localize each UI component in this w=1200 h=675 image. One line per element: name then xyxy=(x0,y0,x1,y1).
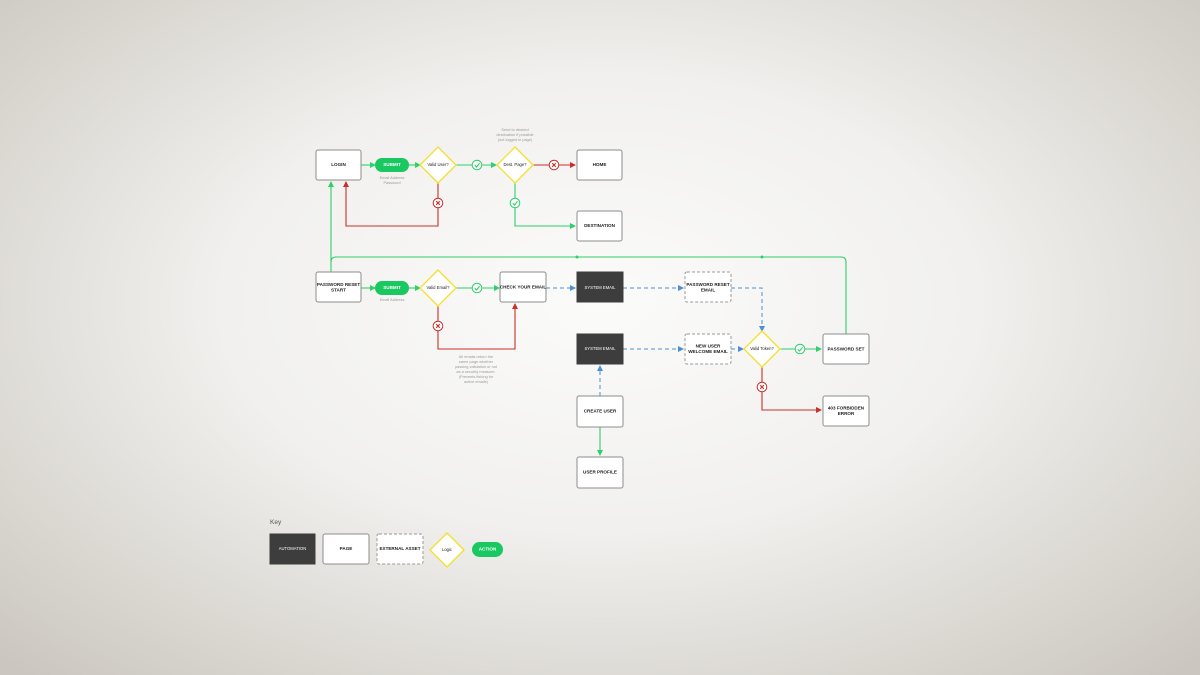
decision-dest-page: Dest. Page? xyxy=(496,146,534,184)
check-icon xyxy=(471,159,483,171)
node-password-reset-email[interactable]: PASSWORD RESET EMAIL xyxy=(684,271,732,303)
dest-note-1: Send to desired xyxy=(501,127,528,132)
cross-icon xyxy=(756,381,768,393)
check-icon xyxy=(509,197,521,209)
security-note-1: All emails return the xyxy=(459,354,493,359)
security-note-2: same page whether xyxy=(459,359,494,364)
legend-logic: Logic xyxy=(429,532,465,568)
node-new-user-welcome-email-label-1: NEW USER xyxy=(696,344,721,349)
node-destination-label: DESTINATION xyxy=(584,223,615,228)
legend-automation-label: AUTOMATION xyxy=(279,546,307,551)
legend-action: ACTION xyxy=(472,542,503,557)
legend-external-asset: EXTERNAL ASSET xyxy=(376,533,424,565)
legend-automation: AUTOMATION xyxy=(269,533,316,565)
node-forbidden-error-label-1: 403 FORBIDDEN xyxy=(828,406,865,411)
decision-valid-token: Valid Token? xyxy=(743,330,781,368)
decision-valid-email: Valid Email? xyxy=(419,269,457,307)
legend-page-label: PAGE xyxy=(340,546,353,551)
status-markers xyxy=(432,159,806,393)
dest-note-3: (not logged in page) xyxy=(498,137,533,142)
submit-reset-button[interactable]: SUBMIT xyxy=(375,281,409,295)
node-system-email-2-label: SYSTEM EMAIL xyxy=(585,346,617,351)
legend-action-label: ACTION xyxy=(479,547,497,552)
node-home[interactable]: HOME xyxy=(576,149,623,181)
security-note-5: (Prevents fishing for xyxy=(459,374,494,379)
edge-passwordset-to-login xyxy=(330,256,847,334)
node-check-your-email[interactable]: CHECK YOUR EMAIL xyxy=(499,271,547,303)
node-login[interactable]: LOGIN xyxy=(315,149,362,181)
legend-logic-label: Logic xyxy=(442,547,452,552)
node-system-email-1[interactable]: SYSTEM EMAIL xyxy=(576,271,624,303)
node-new-user-welcome-email-label-2: WELCOME EMAIL xyxy=(688,349,728,354)
node-create-user-label: CREATE USER xyxy=(584,409,617,414)
node-home-label: HOME xyxy=(593,162,607,167)
login-field-note-1: Email Address xyxy=(380,175,405,180)
node-password-reset-start[interactable]: PASSWORD RESET START xyxy=(315,271,362,303)
edge-validemail-no xyxy=(437,303,518,350)
submit-reset-label: SUBMIT xyxy=(383,285,401,290)
edge-validtoken-no xyxy=(761,367,822,413)
node-user-profile-label: USER PROFILE xyxy=(583,470,617,475)
node-create-user[interactable]: CREATE USER xyxy=(576,395,624,428)
node-new-user-welcome-email[interactable]: NEW USER WELCOME EMAIL xyxy=(684,333,732,365)
cross-icon xyxy=(432,197,444,209)
cross-icon xyxy=(432,320,444,332)
cross-icon xyxy=(548,159,560,171)
security-note-3: passing validation or not xyxy=(455,364,498,369)
dest-note-2: destination if possible xyxy=(496,132,533,137)
edge-destpage-yes xyxy=(514,183,576,229)
edge-resetemail-validtoken xyxy=(731,287,765,332)
node-forbidden-error[interactable]: 403 FORBIDDEN ERROR xyxy=(822,395,870,427)
node-password-reset-start-label-2: START xyxy=(331,288,346,293)
node-password-set[interactable]: PASSWORD SET xyxy=(822,333,870,365)
decision-valid-user-label: Valid User? xyxy=(427,162,449,167)
reset-field-note: Email Address xyxy=(380,297,405,302)
decision-dest-page-label: Dest. Page? xyxy=(503,162,527,167)
node-password-reset-start-label-1: PASSWORD RESET xyxy=(317,282,360,287)
login-field-note-2: Password xyxy=(383,180,400,185)
edge-dot xyxy=(575,255,579,259)
submit-login-button[interactable]: SUBMIT xyxy=(375,158,409,172)
security-note-6: active emails) xyxy=(464,379,488,384)
legend: Key AUTOMATION PAGE EXTERNAL ASSET Logic… xyxy=(269,519,503,568)
decision-valid-email-label: Valid Email? xyxy=(427,285,451,290)
node-login-label: LOGIN xyxy=(331,162,346,167)
node-destination[interactable]: DESTINATION xyxy=(576,210,623,242)
security-note-4: as a security measure. xyxy=(456,369,495,374)
check-icon xyxy=(794,343,806,355)
node-password-set-label: PASSWORD SET xyxy=(828,347,865,352)
node-password-reset-email-label-1: PASSWORD RESET xyxy=(686,282,729,287)
node-user-profile[interactable]: USER PROFILE xyxy=(576,456,624,489)
edge-dot xyxy=(760,255,764,259)
decision-valid-token-label: Valid Token? xyxy=(750,346,774,351)
legend-external-asset-label: EXTERNAL ASSET xyxy=(379,546,420,551)
legend-title: Key xyxy=(270,519,282,526)
legend-page: PAGE xyxy=(322,533,370,565)
decision-valid-user: Valid User? xyxy=(419,146,457,184)
node-system-email-2[interactable]: SYSTEM EMAIL xyxy=(576,333,624,365)
node-forbidden-error-label-2: ERROR xyxy=(838,411,855,416)
check-icon xyxy=(471,282,483,294)
node-check-your-email-label: CHECK YOUR EMAIL xyxy=(500,285,547,290)
node-password-reset-email-label-2: EMAIL xyxy=(701,288,715,293)
node-system-email-1-label: SYSTEM EMAIL xyxy=(585,285,617,290)
submit-login-label: SUBMIT xyxy=(383,162,401,167)
edge-validuser-no xyxy=(343,181,439,227)
